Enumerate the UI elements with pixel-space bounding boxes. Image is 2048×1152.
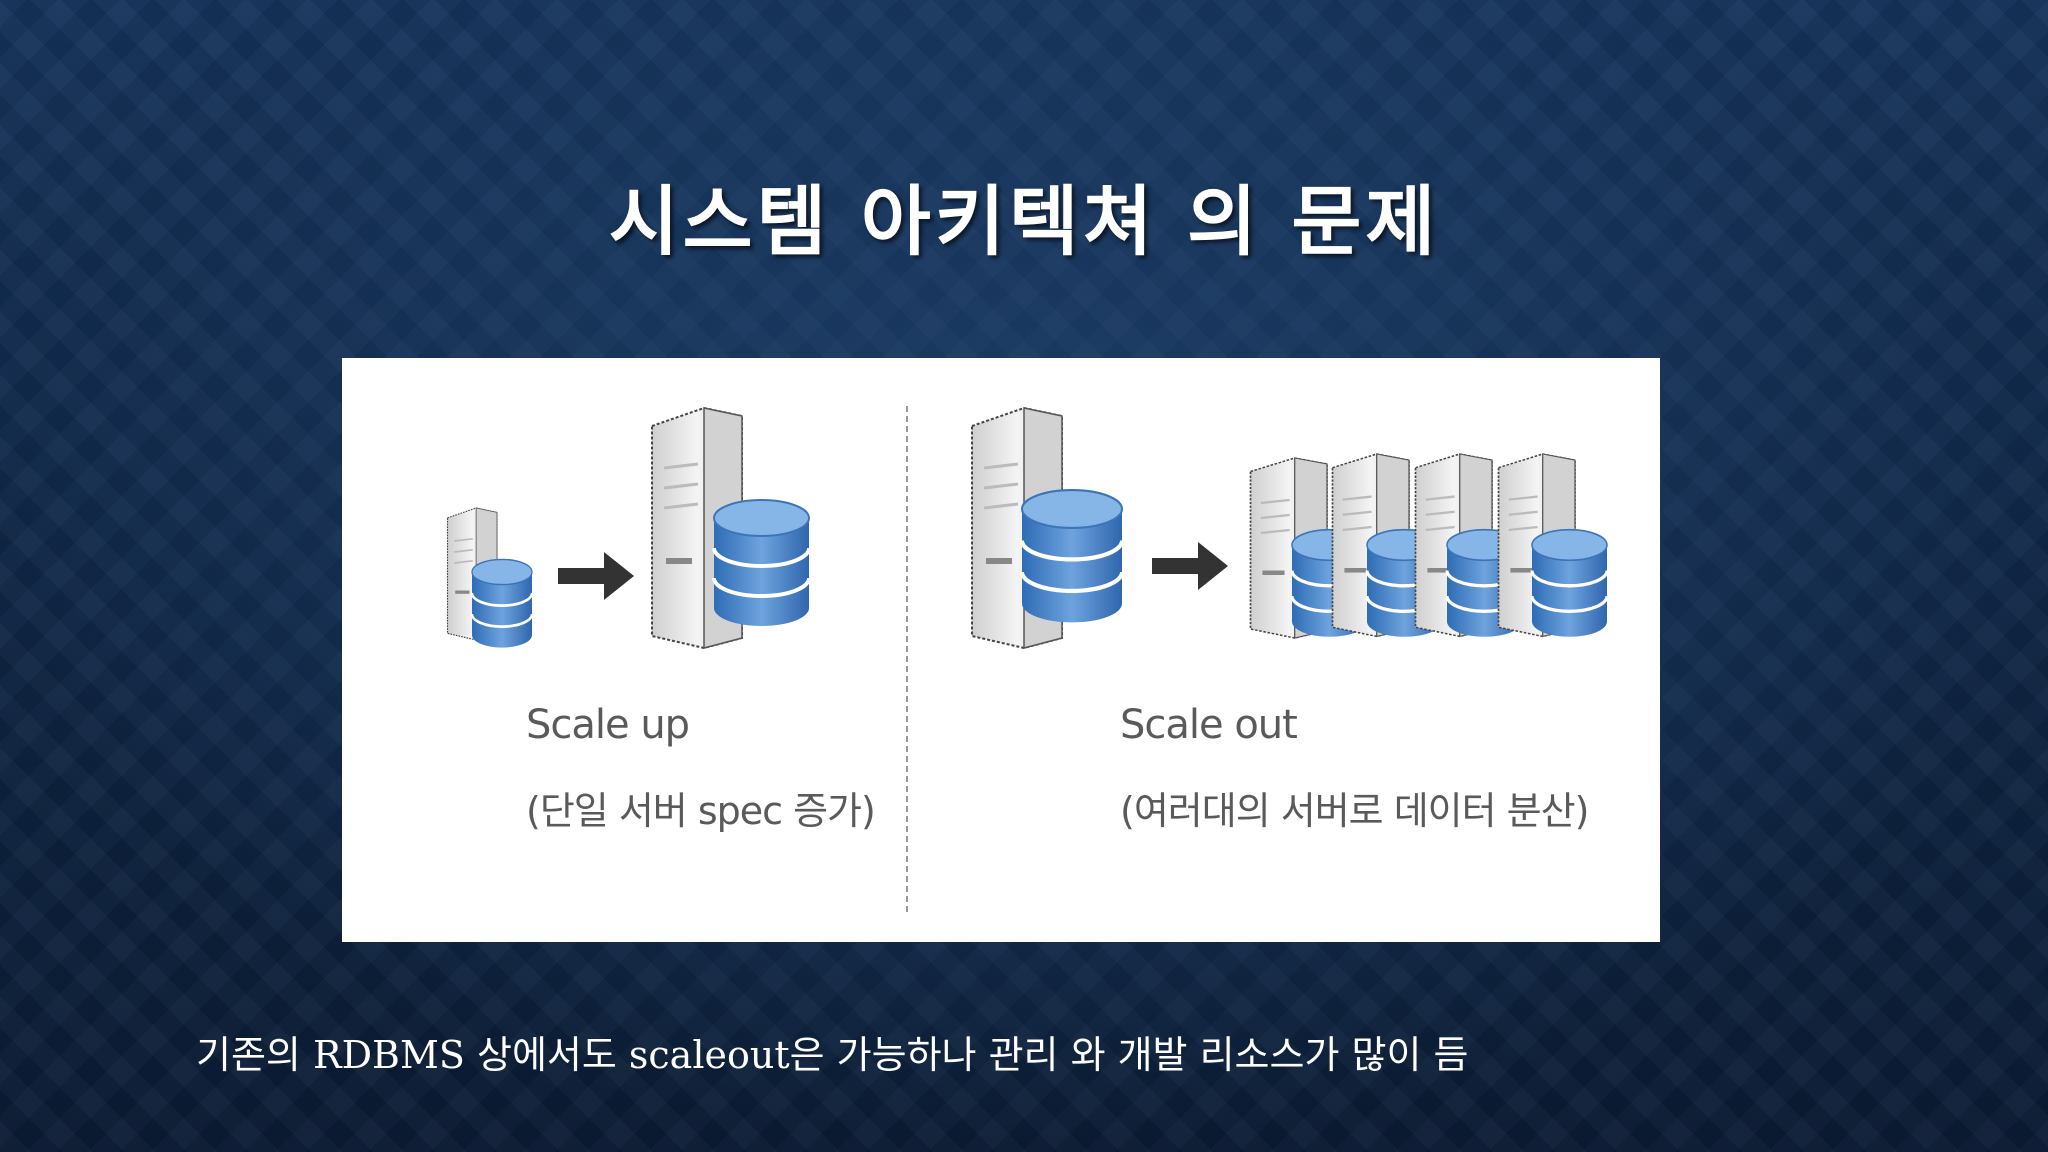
- small-server-icon: [446, 507, 534, 649]
- scale-out-sublabel: (여러대의 서버로 데이터 분산): [1120, 789, 1589, 833]
- scale-up-label: Scale up: [526, 702, 690, 748]
- slide-title: 시스템 아키텍쳐 의 문제: [608, 177, 1440, 266]
- figure-illustration: [446, 406, 1609, 916]
- source-server-icon: [970, 406, 1122, 650]
- arrow-right-icon: [558, 552, 634, 600]
- body-text: 기존의 RDBMS 상에서도 scaleout은 가능하나 관리 와 개발 리소…: [196, 1033, 1469, 1077]
- scale-up-sublabel: (단일 서버 spec 증가): [526, 789, 876, 833]
- large-server-icon: [650, 406, 811, 650]
- scale-comparison-figure: Scale up (단일 서버 spec 증가) Scale out (여러대의…: [342, 358, 1660, 942]
- distributed-server-icon: [1497, 452, 1609, 639]
- arrow-right-icon: [1152, 542, 1228, 590]
- scale-out-label: Scale out: [1120, 702, 1298, 748]
